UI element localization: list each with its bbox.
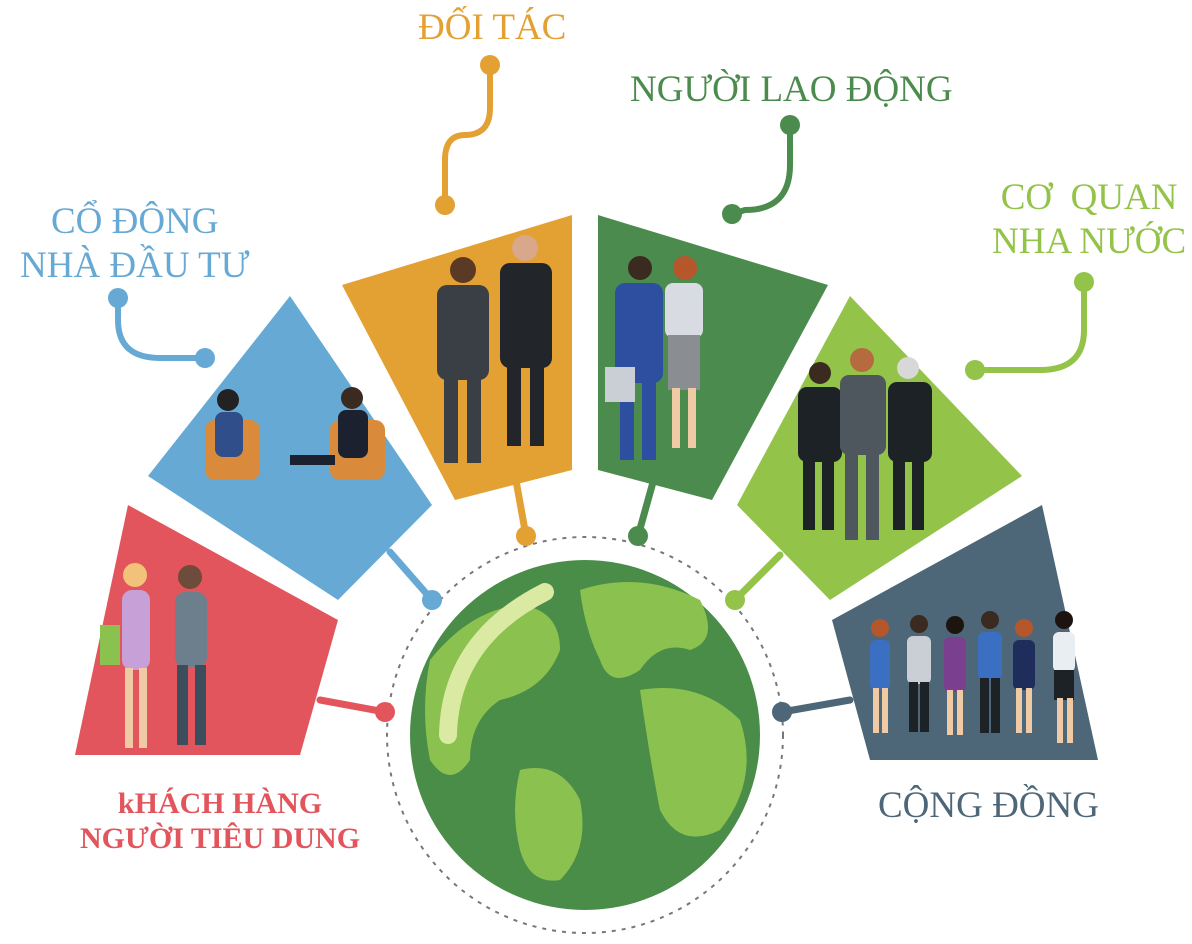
- label-doi-tac: ĐỐI TÁC: [418, 7, 567, 48]
- orbit-ring: [386, 536, 784, 934]
- label-co-quan-nha-nuoc: CƠ QUAN NHA NƯỚC: [992, 177, 1187, 262]
- connector-dots: [375, 526, 792, 722]
- community-figures: [870, 611, 1075, 743]
- connector-co-quan: [731, 551, 784, 604]
- segment-co-dong: [148, 296, 432, 600]
- label-khach-hang: kHÁCH HÀNG NGƯỜI TIÊU DUNG: [80, 787, 361, 856]
- label-cong-dong: CỘNG ĐỒNG: [878, 785, 1099, 826]
- label-nguoi-lao-dong: NGƯỜI LAO ĐỘNG: [630, 69, 953, 110]
- title-leader-dots: [108, 55, 1094, 380]
- connector-nguoi-lao-dong: [634, 471, 659, 540]
- business-partners-figures: [437, 235, 552, 463]
- label-co-dong: CỔ ĐÔNG NHÀ ĐẦU TƯ: [20, 201, 250, 286]
- connectors: [316, 471, 854, 716]
- connector-co-dong: [386, 548, 436, 604]
- meeting-figures: [205, 387, 385, 480]
- connector-doi-tac: [511, 471, 530, 540]
- globe-icon: [410, 560, 760, 910]
- connector-cong-dong: [778, 696, 854, 716]
- couple-shopping-figures: [100, 563, 207, 748]
- title-leaders: [115, 62, 1087, 373]
- workers-figures: [605, 256, 703, 460]
- officials-figures: [798, 348, 932, 540]
- connector-khach-hang: [316, 696, 389, 716]
